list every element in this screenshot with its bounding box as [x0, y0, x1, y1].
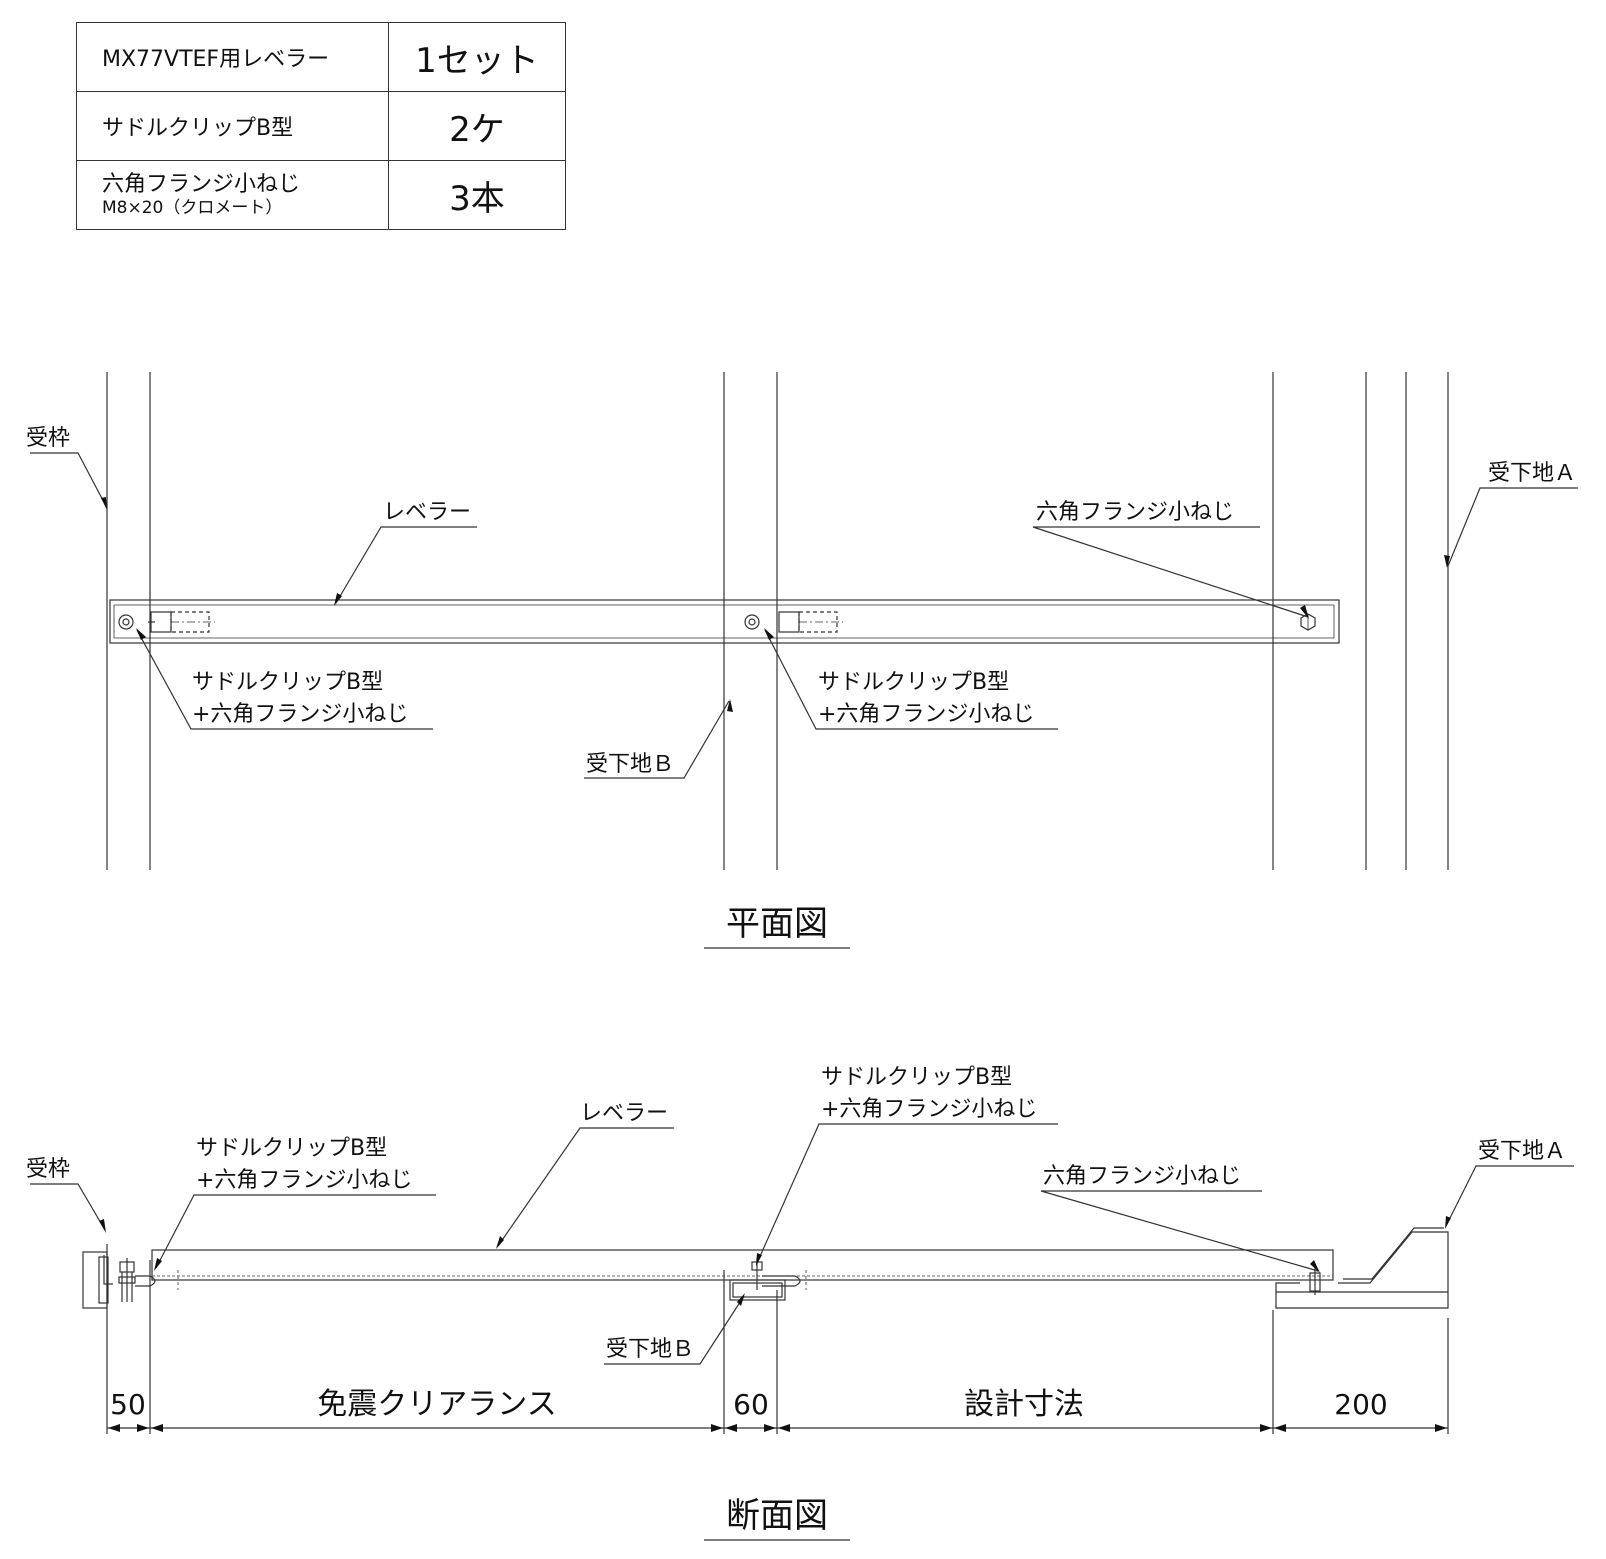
section-label-saddle-1-line1: サドルクリップB型 — [196, 1136, 387, 1161]
section-base-a — [1275, 1227, 1449, 1309]
parts-row: MX77VTEF用レベラー 1セット — [76, 22, 566, 92]
saddle-clip-1 — [118, 611, 215, 633]
dimension-label: 設計寸法 — [964, 1387, 1084, 1422]
plan-label-saddle-2-line2: +六角フランジ小ねじ — [818, 702, 1034, 727]
plan-view — [30, 372, 1578, 949]
section-label-saddle-1-line2: +六角フランジ小ねじ — [196, 1168, 412, 1193]
section-label-saddle-2-line1: サドルクリップB型 — [821, 1065, 1012, 1090]
plan-arrowheads — [101, 497, 1450, 712]
dimension-label: 60 — [733, 1388, 769, 1421]
plan-label-saddle-1-line1: サドルクリップB型 — [192, 670, 383, 695]
section-leveler-bar — [151, 1249, 1334, 1281]
parts-row: 六角フランジ小ねじ M8×20（クロメート） 3本 — [76, 160, 566, 230]
section-arrowheads — [99, 1216, 1451, 1432]
part-name: 六角フランジ小ねじ — [102, 172, 301, 197]
dimension-label: 200 — [1334, 1388, 1387, 1421]
leveler-bar — [109, 599, 1340, 644]
part-qty: 1セット — [388, 22, 566, 92]
section-label-leveler: レベラー — [580, 1101, 668, 1126]
part-name: MX77VTEF用レベラー — [76, 22, 389, 92]
leader-receiving-frame — [30, 452, 108, 509]
plan-label-saddle-2-line1: サドルクリップB型 — [818, 670, 1009, 695]
section-view — [30, 1123, 1574, 1541]
section-label-receiving-frame: 受枠 — [26, 1157, 70, 1182]
section-saddle-clip-1 — [118, 1258, 156, 1310]
dimension-label: 免震クリアランス — [317, 1387, 556, 1422]
plan-label-base-b: 受下地Ｂ — [586, 752, 674, 777]
plan-label-saddle-1-line2: +六角フランジ小ねじ — [192, 702, 408, 727]
section-label-saddle-2-line2: +六角フランジ小ねじ — [821, 1097, 1037, 1122]
part-qty: 3本 — [388, 160, 566, 230]
plan-title: 平面図 — [726, 904, 828, 944]
saddle-clip-2 — [744, 611, 843, 633]
section-label-hex-screw: 六角フランジ小ねじ — [1043, 1164, 1241, 1189]
plan-label-hex-screw: 六角フランジ小ねじ — [1036, 500, 1234, 525]
section-title: 断面図 — [726, 1496, 828, 1536]
dimension-label: 50 — [110, 1388, 146, 1421]
plan-label-base-a: 受下地Ａ — [1488, 461, 1576, 486]
receiving-frame-block — [82, 1244, 113, 1310]
section-saddle-clip-2 — [723, 1258, 801, 1310]
part-name: サドルクリップB型 — [76, 91, 389, 161]
plan-label-receiving-frame: 受枠 — [26, 426, 70, 451]
part-spec: M8×20（クロメート） — [102, 198, 283, 218]
part-name-cell: 六角フランジ小ねじ M8×20（クロメート） — [76, 160, 389, 230]
plan-label-leveler: レベラー — [383, 500, 471, 525]
section-label-base-b: 受下地Ｂ — [606, 1337, 694, 1362]
parts-table: MX77VTEF用レベラー 1セット サドルクリップB型 2ケ 六角フランジ小ね… — [76, 22, 566, 230]
section-label-base-a: 受下地Ａ — [1478, 1139, 1566, 1164]
